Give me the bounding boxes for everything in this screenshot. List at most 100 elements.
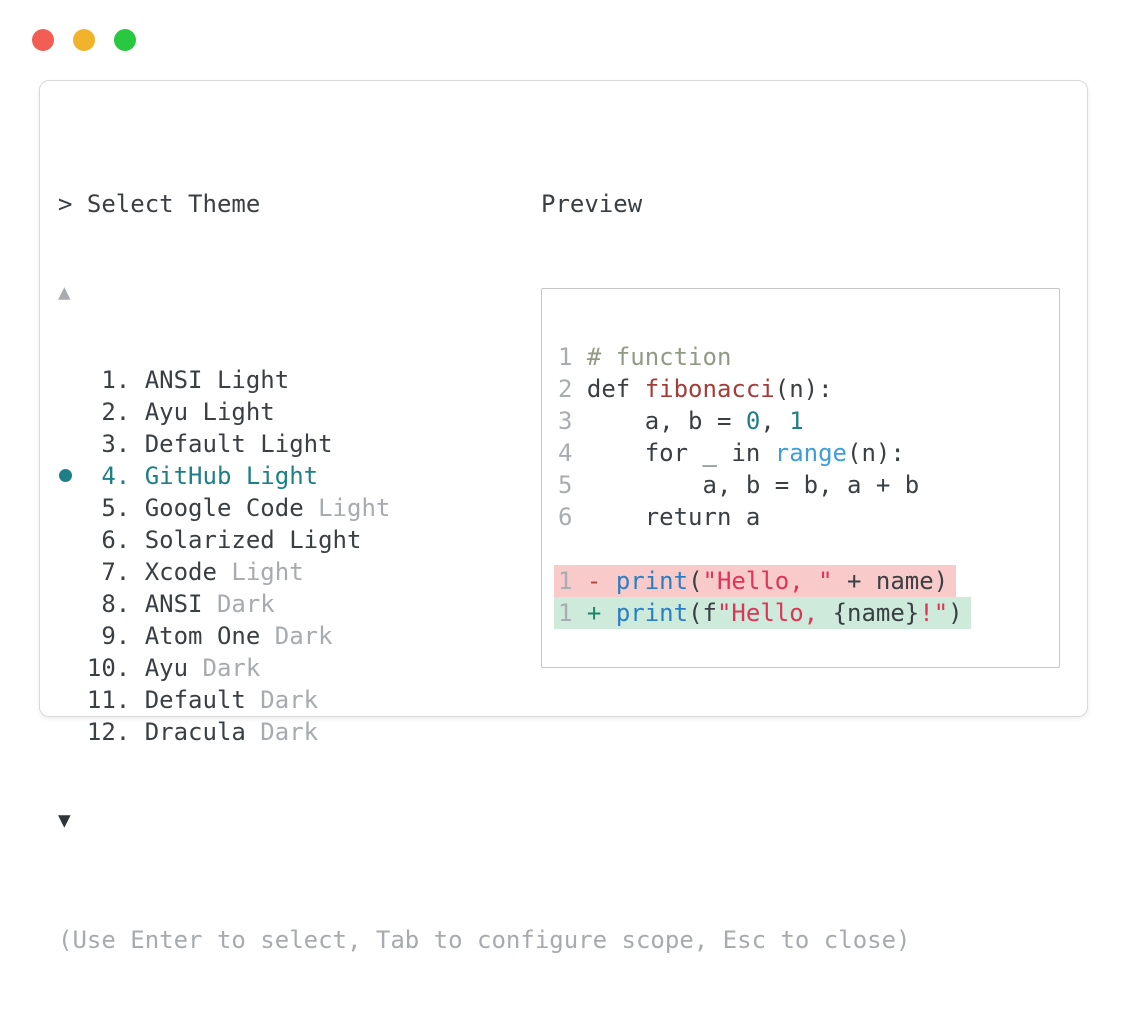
token-lnum: 6 [558,503,587,531]
theme-item-name: Solarized [144,526,275,554]
theme-item-name: Ayu [144,654,189,682]
diff-line-removed: 1 - print("Hello, " + name) [554,565,957,597]
token-str: !" [919,599,949,627]
token-builtin: range [774,439,847,467]
theme-item-variant: Light [202,366,290,394]
theme-item-number: 3. [86,430,145,458]
token-plus: + [586,599,616,627]
token-fg: , [760,407,790,435]
theme-item-name: GitHub [144,462,232,490]
theme-item-github-light[interactable]: 4. GitHub Light [58,460,911,492]
theme-item-name: Dracula [144,718,246,746]
theme-item-number: 4. [86,462,145,490]
theme-item-number: 2. [86,398,145,426]
theme-item-solarized-light[interactable]: 6. Solarized Light [58,524,911,556]
theme-item-variant: Light [231,462,319,490]
theme-item-number: 12. [86,718,145,746]
preview-title: Preview [541,190,643,218]
token-lnum: 1 [558,599,587,627]
scroll-down-icon[interactable]: ▼ [58,808,71,832]
theme-item-name: Default [144,430,246,458]
code-line: 2 def fibonacci(n): [558,373,833,405]
theme-item-number: 9. [86,622,145,650]
token-func: fibonacci [644,375,775,403]
token-comment: # function [586,343,732,371]
theme-item-default-dark[interactable]: 11. Default Dark [58,684,911,716]
theme-item-dracula-dark[interactable]: 12. Dracula Dark [58,716,911,748]
close-button[interactable] [32,29,54,51]
token-fg: + name) [832,567,949,595]
theme-item-default-light[interactable]: 3. Default Light [58,428,911,460]
theme-item-name: Xcode [144,558,217,586]
keyboard-hint: (Use Enter to select, Tab to configure s… [58,926,911,954]
scroll-up-icon[interactable]: ▲ [58,280,71,304]
token-lnum: 1 [558,567,587,595]
theme-item-name: Google Code [144,494,304,522]
token-minus: - [586,567,616,595]
window-controls [32,29,136,51]
token-num: 0 [745,407,761,435]
token-fg: {name} [832,599,920,627]
theme-item-variant: Light [245,430,333,458]
theme-item-name: Default [144,686,246,714]
theme-item-number: 7. [86,558,145,586]
theme-item-name: ANSI [144,366,203,394]
token-fg: return a [586,503,761,531]
token-lnum: 5 [558,471,587,499]
theme-item-ansi-dark[interactable]: 8. ANSI Dark [58,588,911,620]
theme-item-name: Atom One [144,622,261,650]
token-lnum: 1 [558,343,587,371]
token-fg: ( [688,567,703,595]
theme-item-atom-one-dark[interactable]: 9. Atom One Dark [58,620,911,652]
token-lnum: 3 [558,407,587,435]
minimize-button[interactable] [73,29,95,51]
token-fg: a, b = b, a + b [586,471,920,499]
zoom-button[interactable] [114,29,136,51]
token-fg: for _ in [586,439,775,467]
theme-item-variant: Dark [245,718,319,746]
code-line: 1 # function [558,341,731,373]
token-fg: def [586,375,645,403]
token-str: "Hello, " [702,567,833,595]
theme-item-ansi-light[interactable]: 1. ANSI Light [58,364,911,396]
theme-item-variant: Dark [188,654,261,682]
theme-item-ayu-light[interactable]: 2. Ayu Light [58,396,911,428]
theme-picker-window: > Select Theme ▲ 1. ANSI Light 2. Ayu Li… [39,80,1088,954]
theme-item-ayu-dark[interactable]: 10. Ayu Dark [58,652,911,684]
theme-item-variant: Dark [260,622,333,650]
theme-item-name: Ayu [144,398,189,426]
theme-list: 1. ANSI Light 2. Ayu Light 3. Default Li… [58,364,911,748]
theme-item-variant: Light [216,558,304,586]
theme-item-variant: Dark [202,590,275,618]
theme-item-variant: Light [303,494,391,522]
token-fg: (f [688,599,717,627]
theme-item-number: 8. [86,590,145,618]
token-lnum: 2 [558,375,587,403]
theme-item-variant: Light [188,398,275,426]
token-fg: (n): [774,375,833,403]
token-lnum: 4 [558,439,587,467]
code-line: 3 a, b = 0, 1 [558,405,804,437]
code-line: 4 for _ in range(n): [558,437,905,469]
theme-item-number: 6. [86,526,145,554]
theme-item-number: 5. [86,494,145,522]
token-print: print [615,599,689,627]
theme-item-variant: Light [274,526,362,554]
token-fg: a, b = [586,407,746,435]
theme-item-number: 10. [86,654,145,682]
code-line [558,309,572,341]
theme-item-number: 1. [86,366,145,394]
token-fg: ) [948,599,963,627]
theme-item-google-code-light[interactable]: 5. Google Code Light [58,492,911,524]
theme-item-name: ANSI [144,590,203,618]
code-line [558,533,572,565]
select-theme-prompt: > Select Theme [58,190,261,218]
token-num: 1 [789,407,804,435]
code-line: 6 return a [558,501,760,533]
selected-bullet-icon [59,469,72,482]
theme-item-number: 11. [86,686,145,714]
theme-item-xcode-light[interactable]: 7. Xcode Light [58,556,911,588]
token-str: "Hello, [716,599,833,627]
